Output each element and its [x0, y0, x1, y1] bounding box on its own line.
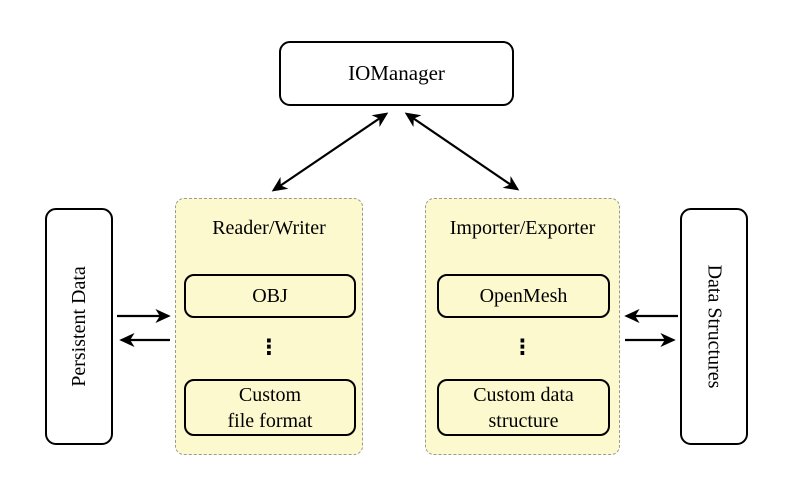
custom-file-format-box: Custom file format [184, 379, 356, 436]
importer-exporter-title: Importer/Exporter [449, 217, 596, 239]
reader-writer-title: Reader/Writer [212, 217, 326, 239]
iomanager-box: IOManager [279, 41, 514, 106]
custom-file-format-line2: file format [227, 409, 313, 432]
reader-writer-group: Reader/Writer OBJ ⋮ Custom file format [175, 198, 363, 455]
reader-writer-ellipsis-icon: ⋮ [258, 335, 280, 359]
persistent-data-label: Persistent Data [67, 266, 90, 387]
custom-data-structure-line1: Custom data [473, 383, 574, 406]
importer-exporter-group: Importer/Exporter OpenMesh ⋮ Custom data… [425, 198, 620, 455]
iomanager-importer-exporter-arrow [404, 112, 520, 191]
custom-data-structure-box: Custom data structure [437, 379, 610, 436]
importer-exporter-ellipsis-icon: ⋮ [512, 335, 533, 359]
persistent-data-box: Persistent Data [45, 208, 113, 445]
obj-label: OBJ [252, 285, 288, 307]
iomanager-label: IOManager [348, 61, 445, 85]
data-structures-box: Data Structures [680, 208, 748, 445]
custom-data-structure-line2: structure [488, 409, 559, 432]
obj-box: OBJ [184, 274, 356, 318]
openmesh-label: OpenMesh [479, 285, 568, 307]
openmesh-box: OpenMesh [437, 274, 610, 318]
data-structures-label: Data Structures [703, 264, 726, 389]
iomanager-reader-writer-arrow [271, 112, 389, 192]
custom-file-format-line1: Custom [238, 383, 302, 406]
